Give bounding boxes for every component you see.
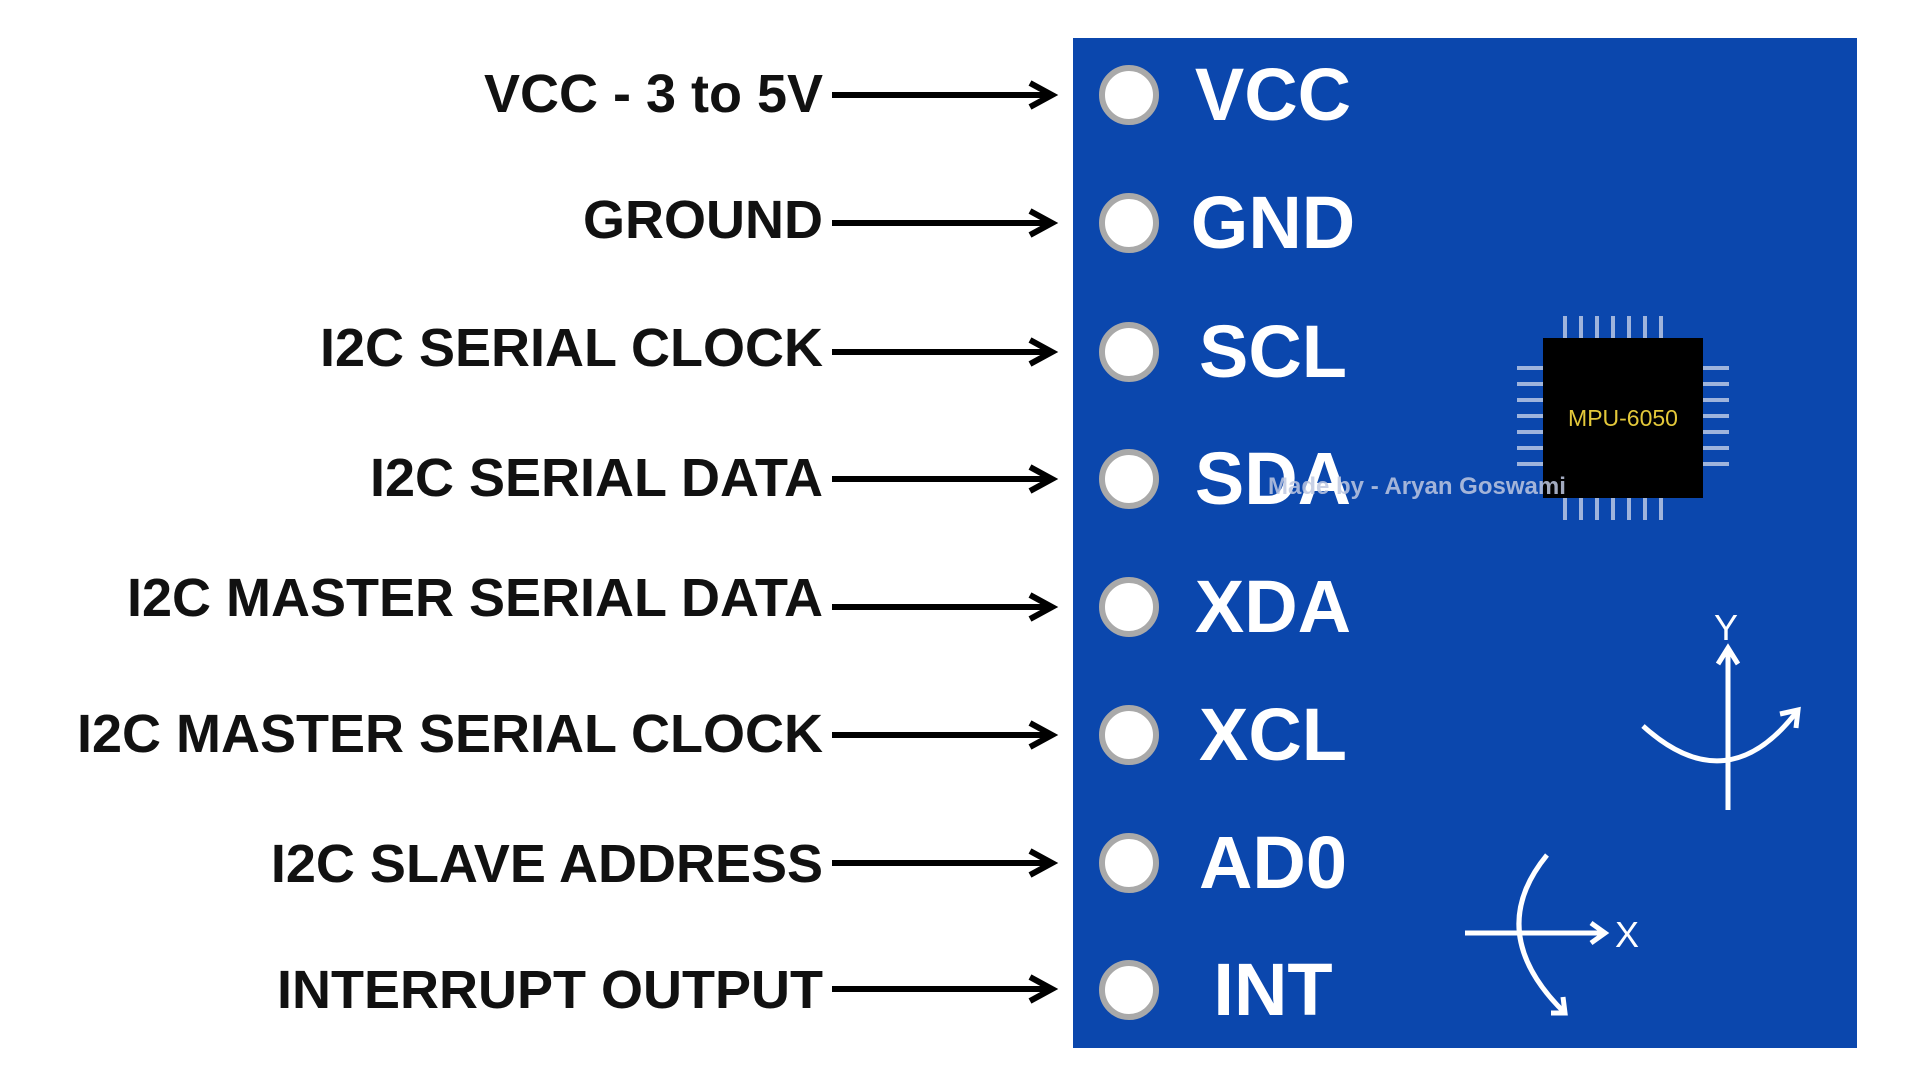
label-interrupt-output: INTERRUPT OUTPUT xyxy=(277,960,823,1020)
y-axis-label: Y xyxy=(1714,607,1738,648)
label-i2c-master-serial-clock: I2C MASTER SERIAL CLOCK xyxy=(76,704,823,764)
pin-label-gnd: GND xyxy=(1190,181,1356,264)
label-i2c-master-serial-data: I2C MASTER SERIAL DATA xyxy=(126,568,823,628)
pin-label-ad0: AD0 xyxy=(1198,821,1348,904)
arrow-xcl xyxy=(832,720,1059,750)
y-axis-rotation-icon: Y xyxy=(1641,607,1801,810)
pin-label-vcc: VCC xyxy=(1194,53,1352,136)
pin-hole-xda xyxy=(1099,577,1159,637)
pin-label-sda: SDA xyxy=(1194,437,1352,520)
pin-hole-gnd xyxy=(1099,193,1159,253)
arrow-int xyxy=(832,974,1059,1004)
pin-hole-ad0 xyxy=(1099,833,1159,893)
label-i2c-serial-clock: I2C SERIAL CLOCK xyxy=(319,318,823,378)
label-i2c-serial-data: I2C SERIAL DATA xyxy=(369,448,823,508)
arrow-sda xyxy=(832,464,1059,494)
arrow-ground xyxy=(832,208,1059,238)
mpu6050-chip: MPU-6050 xyxy=(1503,298,1743,538)
pin-hole-vcc xyxy=(1099,65,1159,125)
chip-leads xyxy=(1517,316,1729,520)
chip-label: MPU-6050 xyxy=(1568,404,1678,431)
label-ground: GROUND xyxy=(583,190,823,250)
pin-hole-scl xyxy=(1099,322,1159,382)
label-vcc: VCC - 3 to 5V xyxy=(483,64,823,124)
arrow-xda xyxy=(832,592,1059,622)
pin-hole-sda xyxy=(1099,449,1159,509)
arrow-vcc xyxy=(832,80,1059,110)
pin-hole-xcl xyxy=(1099,705,1159,765)
pin-label-scl: SCL xyxy=(1199,310,1347,393)
pin-hole-int xyxy=(1099,960,1159,1020)
pin-label-xcl: XCL xyxy=(1199,693,1347,776)
label-i2c-slave-address: I2C SLAVE ADDRESS xyxy=(270,834,823,894)
x-axis-rotation-icon: X xyxy=(1465,853,1639,1016)
arrow-scl xyxy=(832,337,1059,367)
x-axis-label: X xyxy=(1615,914,1639,955)
chip-body: MPU-6050 xyxy=(1543,338,1703,498)
pin-label-int: INT xyxy=(1213,948,1333,1031)
arrow-ad0 xyxy=(832,848,1059,878)
mpu6050-board: VCC GND SCL SDA XDA XCL AD0 INT MPU-6050… xyxy=(1073,38,1857,1048)
watermark: Made by - Aryan Goswami xyxy=(1268,473,1566,500)
pin-label-xda: XDA xyxy=(1194,565,1352,648)
